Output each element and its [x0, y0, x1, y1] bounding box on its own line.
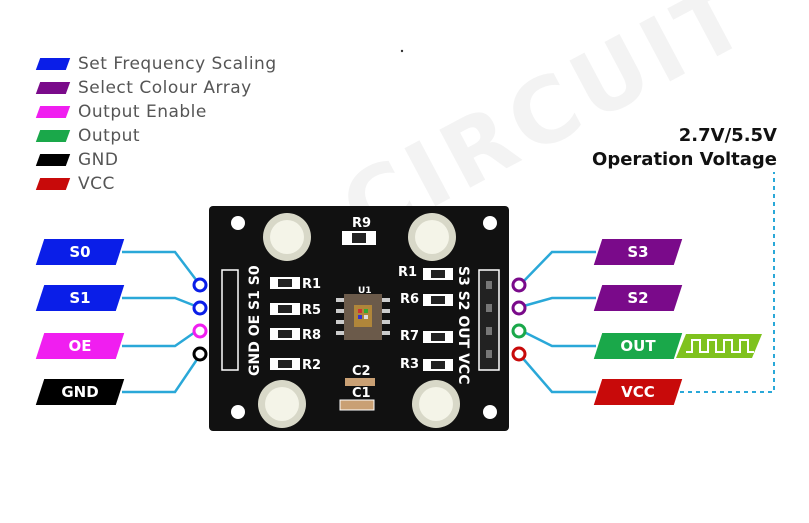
- voltage-range: 2.7V/5.5V: [678, 125, 777, 146]
- line-s3: [519, 250, 596, 286]
- line-gnd: [122, 354, 202, 394]
- legend-swatch: [35, 82, 71, 94]
- right-header-label: S3 S2 OUT VCC: [455, 266, 471, 384]
- left-header-label: GND OE S1 S0: [247, 265, 263, 376]
- pin-tag-oe: OE: [40, 333, 120, 359]
- output-waveform-icon: [676, 334, 762, 358]
- pin-tag-s1: S1: [40, 285, 120, 311]
- legend-label: GND: [78, 150, 119, 170]
- pin-label: OUT: [620, 337, 656, 355]
- left-connector-lines: [122, 250, 202, 394]
- label-r1-right: R1: [398, 265, 417, 280]
- legend-item-gnd: GND: [35, 148, 277, 172]
- legend-item-output: Output: [35, 124, 277, 148]
- right-connector-lines: [519, 250, 596, 394]
- pin-label: S2: [627, 289, 649, 307]
- legend-swatch: [35, 130, 71, 142]
- color-sensor-chip: [336, 294, 390, 340]
- label-r7: R7: [400, 329, 419, 344]
- label-c1: C1: [352, 386, 371, 401]
- pin-tag-vcc: VCC: [598, 379, 678, 405]
- legend-label: VCC: [78, 174, 115, 194]
- label-r1-left: R1: [302, 277, 321, 292]
- legend: Set Frequency Scaling Select Colour Arra…: [35, 52, 277, 196]
- line-s1: [122, 296, 199, 309]
- label-r9: R9: [352, 216, 371, 231]
- line-oe: [122, 328, 199, 348]
- mount-hole: [231, 405, 245, 419]
- legend-label: Output: [78, 126, 141, 146]
- label-r6: R6: [400, 292, 419, 307]
- right-header-pins: [486, 281, 492, 358]
- pin-tag-s2: S2: [598, 285, 678, 311]
- label-r8: R8: [302, 328, 321, 343]
- resistors: [270, 231, 453, 371]
- pin-tag-s3: S3: [598, 239, 678, 265]
- legend-swatch: [35, 58, 71, 70]
- mount-hole: [231, 216, 245, 230]
- legend-swatch: [35, 106, 71, 118]
- legend-item-colour-array: Select Colour Array: [35, 76, 277, 100]
- pin-label: S0: [69, 243, 91, 261]
- pin-circles: [192, 277, 527, 362]
- dot-marker: [400, 49, 404, 53]
- voltage-caption: Operation Voltage: [592, 149, 777, 170]
- pin-tag-s0: S0: [40, 239, 120, 265]
- pin-label: S1: [69, 289, 91, 307]
- label-c2: C2: [352, 364, 371, 379]
- legend-swatch: [35, 178, 71, 190]
- pin-tag-gnd: GND: [40, 379, 120, 405]
- voltage-label: 2.7V/5.5V Operation Voltage: [592, 124, 777, 172]
- line-vcc: [519, 354, 596, 394]
- label-r5: R5: [302, 303, 321, 318]
- pin-label: OE: [68, 337, 92, 355]
- left-header-outline: [221, 269, 239, 371]
- capacitor-c2: [345, 378, 375, 386]
- pin-tag-out: OUT: [598, 333, 678, 359]
- pin-label: S3: [627, 243, 649, 261]
- legend-label: Set Frequency Scaling: [78, 54, 277, 74]
- pin-label: GND: [61, 383, 99, 401]
- mount-hole: [483, 405, 497, 419]
- line-out: [519, 328, 596, 348]
- right-header: [478, 269, 500, 371]
- mount-hole: [483, 216, 497, 230]
- line-s2: [519, 296, 596, 309]
- line-s0: [122, 250, 201, 286]
- legend-swatch: [35, 154, 71, 166]
- legend-label: Output Enable: [78, 102, 207, 122]
- label-r2: R2: [302, 358, 321, 373]
- leds: [258, 213, 460, 428]
- legend-item-vcc: VCC: [35, 172, 277, 196]
- label-r3: R3: [400, 357, 419, 372]
- legend-item-frequency: Set Frequency Scaling: [35, 52, 277, 76]
- voltage-dashed-line: [680, 172, 775, 393]
- legend-label: Select Colour Array: [78, 78, 252, 98]
- label-u1: U1: [358, 286, 372, 296]
- pin-label: VCC: [621, 383, 655, 401]
- capacitor-c1: [339, 399, 375, 411]
- legend-item-output-enable: Output Enable: [35, 100, 277, 124]
